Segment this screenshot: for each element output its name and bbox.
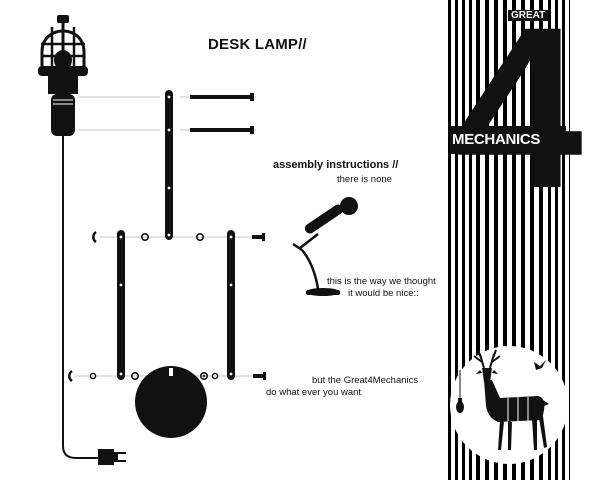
- brand-stripe: [494, 0, 498, 480]
- desk-lamp-icon: [292, 197, 358, 296]
- brand-mechanics-box: [450, 126, 566, 154]
- page-title: DESK LAMP//: [208, 36, 307, 53]
- caption-nice-line-1: this is the way we thought: [327, 276, 436, 287]
- brand-stripe: [562, 0, 565, 480]
- brand-stripe: [476, 0, 480, 480]
- brand-great: GREAT: [508, 10, 549, 21]
- assembly-diagram: [38, 15, 358, 465]
- brand-stripe: [462, 0, 465, 480]
- cage-lamp-icon: [38, 15, 88, 136]
- brand-stripe: [469, 0, 472, 480]
- brand-stripe: [455, 0, 458, 480]
- deer-illustration: [456, 349, 549, 450]
- screw-icon: [190, 93, 254, 134]
- brand-digit: 4: [455, 0, 583, 236]
- brand-stripe: [448, 0, 451, 480]
- brand-stripe: [539, 0, 543, 480]
- brand-stripe: [530, 0, 534, 480]
- caption-brand-line-1: but the Great4Mechanics: [312, 375, 419, 386]
- brand-panel: [448, 0, 570, 480]
- bulb-icon: [456, 370, 464, 413]
- brand-stripe: [503, 0, 507, 480]
- brand-stripe: [485, 0, 489, 480]
- bird-icon: [534, 360, 546, 370]
- brand-stripe: [521, 0, 525, 480]
- deer-icon: [473, 349, 549, 450]
- brand-stripe: [555, 0, 558, 480]
- assembly-heading: assembly instructions //: [273, 159, 399, 171]
- caption-nice-line-2: it would be nice::: [348, 288, 419, 299]
- brand-stripe: [569, 0, 570, 480]
- brand-stripe: [512, 0, 516, 480]
- brand-mechanics: MECHANICS: [452, 131, 541, 148]
- power-plug-icon: [98, 449, 126, 465]
- caption-brand-line-2: do what ever you want: [266, 387, 362, 398]
- brand-stripe: [548, 0, 551, 480]
- assembly-sub: there is none: [337, 174, 392, 185]
- base-disc: [135, 366, 207, 438]
